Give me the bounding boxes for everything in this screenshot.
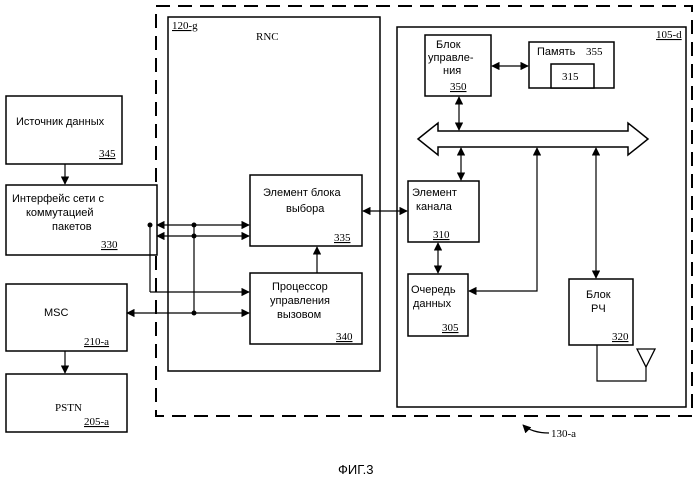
control-unit-line-3: ния <box>443 65 461 77</box>
call-processor-line-1: Процессор <box>272 281 328 293</box>
rf-unit-block: Блок РЧ 320 <box>569 279 633 345</box>
channel-element-line-1: Элемент <box>412 187 457 199</box>
data-queue-ref: 305 <box>442 322 459 334</box>
antenna-icon <box>597 345 655 381</box>
figure-caption: ФИГ.3 <box>338 462 374 477</box>
packet-interface-block: Интерфейс сети с коммутацией пакетов 330 <box>6 185 157 255</box>
data-queue-line-2: данных <box>413 298 452 310</box>
rnc-title: RNC <box>256 31 279 43</box>
pstn-label: PSTN <box>55 402 82 414</box>
rf-unit-line-2: РЧ <box>591 303 606 315</box>
base-station-ref: 105-d <box>656 29 682 41</box>
call-processor-block: Процессор управления вызовом 340 <box>250 273 362 344</box>
packet-interface-ref: 330 <box>101 239 118 251</box>
call-processor-ref: 340 <box>336 331 353 343</box>
system-ref: 130-a <box>551 428 576 440</box>
pstn-ref: 205-a <box>84 416 109 428</box>
channel-element-ref: 310 <box>433 229 450 241</box>
channel-element-block: Элемент канала 310 <box>408 181 479 242</box>
memory-label: Память <box>537 46 576 58</box>
data-queue-line-1: Очередь <box>411 284 456 296</box>
msc-block: MSC 210-a <box>6 284 127 351</box>
data-queue-block: Очередь данных 305 <box>408 274 468 336</box>
control-unit-ref: 350 <box>450 81 467 93</box>
call-processor-line-3: вызовом <box>277 309 321 321</box>
packet-interface-line-3: пакетов <box>52 221 92 233</box>
selector-element-block: Элемент блока выбора 335 <box>250 175 362 246</box>
selector-line-2: выбора <box>286 203 325 215</box>
channel-element-line-2: канала <box>416 201 453 213</box>
rf-unit-line-1: Блок <box>586 289 611 301</box>
system-ref-pointer <box>523 425 549 433</box>
rf-unit-ref: 320 <box>612 331 629 343</box>
internal-bus-arrow <box>418 123 648 155</box>
memory-block: Память 355 315 <box>529 42 614 88</box>
control-unit-line-1: Блок <box>436 39 461 51</box>
memory-ref: 355 <box>586 46 603 58</box>
memory-inner-ref: 315 <box>562 71 579 83</box>
control-unit-block: Блок управле- ния 350 <box>425 35 491 96</box>
data-source-label: Источник данных <box>16 116 105 128</box>
data-source-block: Источник данных 345 <box>6 96 122 164</box>
control-unit-line-2: управле- <box>428 52 474 64</box>
msc-label: MSC <box>44 307 69 319</box>
pstn-block: PSTN 205-a <box>6 374 127 432</box>
call-processor-line-2: управления <box>270 295 330 307</box>
packet-interface-line-2: коммутацией <box>26 207 94 219</box>
data-source-ref: 345 <box>99 148 116 160</box>
selector-line-1: Элемент блока <box>263 187 341 199</box>
selector-ref: 335 <box>334 232 351 244</box>
rnc-ref: 120-g <box>172 20 198 32</box>
packet-interface-line-1: Интерфейс сети с <box>12 193 104 205</box>
msc-ref: 210-a <box>84 336 109 348</box>
